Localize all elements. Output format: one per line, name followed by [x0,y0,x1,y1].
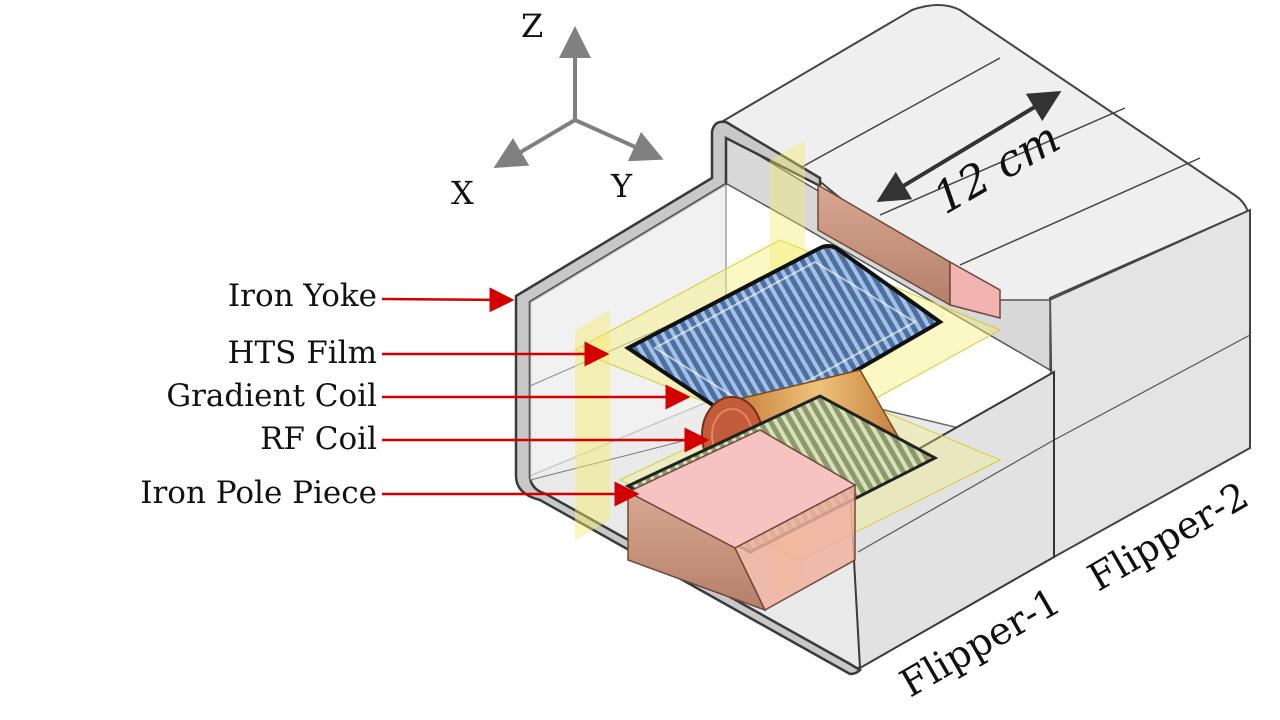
iron-yoke-label: Iron Yoke [228,278,377,314]
upper-pole-side-face [949,260,1001,319]
lower-pole-piece [626,429,857,612]
upper-pole-piece [817,183,1001,319]
rf-coil-label: RF Coil [260,421,377,457]
y-axis-line [574,118,664,162]
hts-film-left-post [575,310,610,540]
z-axis-label: Z [521,7,543,45]
gradient-coil-label: Gradient Coil [166,378,377,414]
upper-gradient-coil-inner [653,260,918,412]
yoke-seam-3 [959,157,1201,266]
coordinate-axes-icon: Z X Y [451,7,664,212]
iron-yoke-arrow [381,287,515,313]
iron-pole-piece-label: Iron Pole Piece [140,475,377,511]
hts-film-label: HTS Film [227,335,377,371]
yoke-seam-6 [857,439,1055,553]
y-axis-label: Y [610,167,633,205]
x-axis-line [493,118,577,169]
lower-pole-side-face [734,483,856,612]
yoke-seam-5 [1053,334,1251,441]
yoke-seam-4 [1049,209,1251,301]
x-axis-label: X [451,174,474,212]
double-headed-arrow-icon [876,90,1062,203]
component-callouts: Iron Yoke HTS Film Gradient Coil RF Coil… [140,278,710,511]
